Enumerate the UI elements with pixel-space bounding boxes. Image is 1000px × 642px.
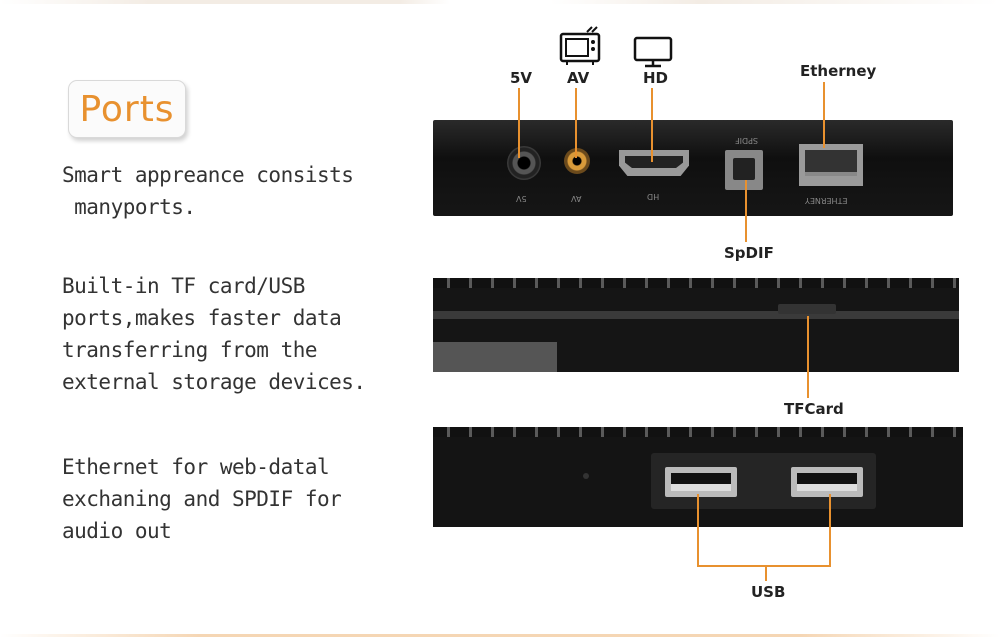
panel-label-spdif: SPDIF — [735, 136, 759, 145]
leader-tfcard — [807, 316, 809, 398]
ports-heading-box: Ports — [68, 80, 186, 138]
callout-spdif: SpDIF — [724, 244, 774, 262]
tv-icon — [559, 26, 601, 65]
top-divider — [0, 0, 1000, 4]
av-jack — [564, 148, 590, 174]
device-side-tf — [433, 278, 959, 372]
side-trim — [433, 342, 557, 372]
vent-strip — [433, 427, 963, 437]
leader-hd — [651, 88, 653, 162]
leader-usb-right — [829, 494, 831, 566]
leader-5v — [518, 88, 520, 158]
spdif-port — [725, 150, 763, 190]
usb-port-1 — [665, 467, 737, 497]
dc-5v-jack — [507, 146, 541, 180]
panel-label-hd: HD — [647, 192, 660, 201]
monitor-icon — [633, 36, 673, 68]
panel-label-ethernet: ETHERNEY — [805, 196, 848, 205]
leader-usb-stem — [765, 565, 767, 581]
callout-usb: USB — [751, 583, 786, 601]
callout-tfcard: TFCard — [784, 400, 844, 418]
ir-sensor — [583, 473, 589, 479]
panel-label-5v: 5V — [516, 194, 527, 203]
tf-card-slot — [778, 304, 836, 314]
storage-description: Built-in TF card/USB ports,makes faster … — [62, 274, 366, 394]
ethernet-port — [799, 144, 863, 186]
page-title: Ports — [79, 88, 175, 130]
bottom-divider — [0, 634, 1000, 637]
leader-usb-bridge — [697, 565, 831, 567]
vent-strip — [433, 278, 959, 288]
leader-usb-left — [697, 494, 699, 566]
leader-ethernet — [823, 82, 825, 148]
side-groove — [433, 311, 959, 319]
panel-label-av: AV — [571, 194, 582, 203]
hdmi-port — [619, 150, 689, 176]
device-side-usb — [433, 427, 963, 527]
device-rear-panel: 5V AV HD SPDIF ETHERNEY — [433, 120, 953, 216]
leader-av — [575, 88, 577, 158]
leader-spdif — [745, 180, 747, 242]
callout-hd: HD — [643, 69, 669, 87]
usb-panel — [651, 453, 876, 509]
callout-ethernet: Etherney — [800, 62, 877, 80]
usb-port-2 — [791, 467, 863, 497]
callout-av: AV — [567, 69, 590, 87]
intro-description: Smart appreance consists manyports. — [62, 163, 354, 219]
network-description: Ethernet for web-datal exchaning and SPD… — [62, 455, 342, 543]
callout-5v: 5V — [510, 69, 533, 87]
